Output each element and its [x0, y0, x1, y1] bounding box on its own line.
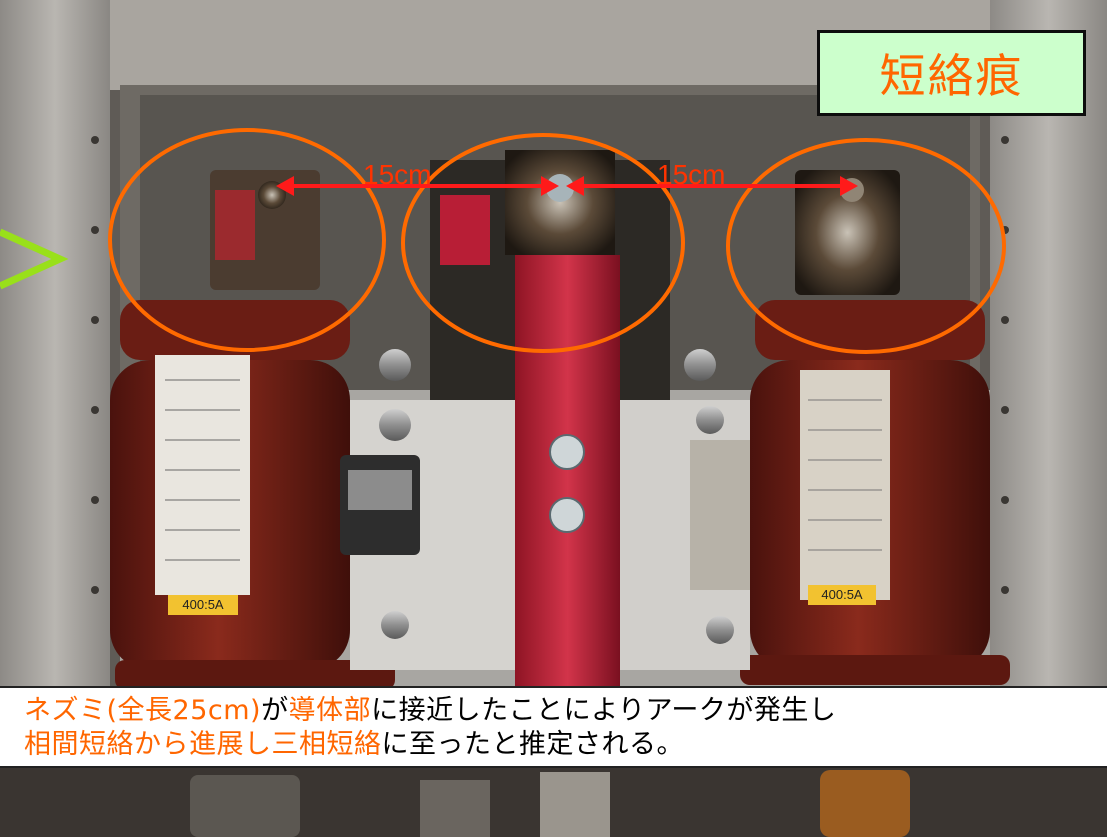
- caption-segment: 導体部: [288, 695, 372, 726]
- label-text: 短絡痕: [879, 49, 1024, 103]
- caption-box: ネズミ(全長25cm)が導体部に接近したことによりアークが発生し 相間短絡から進…: [0, 686, 1107, 768]
- caption-segment: に至ったと推定される。: [381, 729, 684, 760]
- caption-line-2: 相間短絡から進展し三相短絡に至ったと推定される。: [24, 728, 1107, 762]
- ct-rating-label-left: 400:5A: [182, 597, 224, 612]
- distance-label-left: 15cm: [363, 159, 432, 190]
- short-circuit-mark-label: 短絡痕: [817, 30, 1086, 116]
- caption-segment: 相間短絡から進展し三相短絡: [24, 729, 382, 760]
- caption-segment: ネズミ(全長25cm): [24, 695, 262, 726]
- caption-segment: に接近したことによりアークが発生し: [371, 695, 837, 726]
- ct-rating-label-right: 400:5A: [821, 587, 863, 602]
- caption-line-1: ネズミ(全長25cm)が導体部に接近したことによりアークが発生し: [24, 694, 1107, 728]
- caption-segment: が: [261, 695, 289, 726]
- distance-label-right: 15cm: [657, 159, 726, 190]
